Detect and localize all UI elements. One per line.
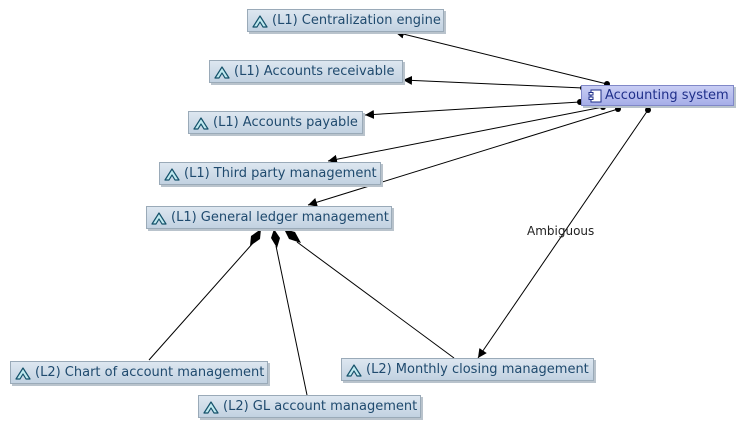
capability-icon (151, 211, 167, 225)
capability-icon (164, 167, 180, 181)
edge-system-to-monthly-closing (477, 109, 649, 359)
node-label: (L1) General ledger management (171, 210, 389, 225)
edge-source-dot (615, 106, 621, 112)
composition-diamond (250, 229, 261, 246)
node-general-ledger-management[interactable]: (L1) General ledger management (146, 206, 392, 229)
edge-source-dot (645, 107, 651, 113)
edge-label-ambiguous: Ambiguous (527, 224, 595, 238)
capability-icon (15, 366, 31, 380)
node-label: (L1) Accounts payable (213, 115, 358, 130)
node-label: (L2) GL account management (223, 399, 418, 414)
capability-icon (214, 65, 230, 79)
node-gl-account-management[interactable]: (L2) GL account management (198, 395, 421, 418)
capability-icon (252, 14, 268, 28)
edge-system-to-payable (364, 101, 581, 119)
edge-system-to-general-ledger (307, 108, 619, 207)
edge-gl-account-to-general-ledger (275, 245, 308, 396)
composition-diamond (271, 229, 280, 248)
node-third-party-management[interactable]: (L1) Third party management (159, 162, 381, 185)
component-icon (588, 89, 602, 102)
node-label: (L1) Accounts receivable (234, 64, 395, 79)
edge-system-to-receivable (402, 75, 584, 89)
node-label: (L2) Chart of account management (35, 365, 265, 380)
capability-icon (193, 116, 209, 130)
node-label: (L1) Third party management (184, 166, 377, 181)
node-label: (L1) Centralization engine (272, 13, 441, 28)
capability-icon (203, 400, 219, 414)
edge-system-to-third-party (327, 106, 604, 164)
node-monthly-closing-management[interactable]: (L2) Monthly closing management (341, 358, 594, 381)
node-centralization-engine[interactable]: (L1) Centralization engine (247, 9, 444, 32)
node-accounting-system[interactable]: Accounting system (581, 85, 734, 106)
node-label: (L2) Monthly closing management (366, 362, 589, 377)
edge-monthly-closing-to-general-ledger (296, 241, 455, 359)
node-accounts-receivable[interactable]: (L1) Accounts receivable (209, 60, 403, 83)
composition-diamond (284, 229, 301, 243)
edge-chart-of-accounts-to-general-ledger (148, 242, 254, 361)
node-chart-of-account-management[interactable]: (L2) Chart of account management (10, 361, 268, 384)
node-label: Accounting system (605, 88, 729, 103)
node-accounts-payable[interactable]: (L1) Accounts payable (188, 111, 363, 134)
edge-system-to-centralization (394, 29, 608, 85)
capability-icon (346, 363, 362, 377)
